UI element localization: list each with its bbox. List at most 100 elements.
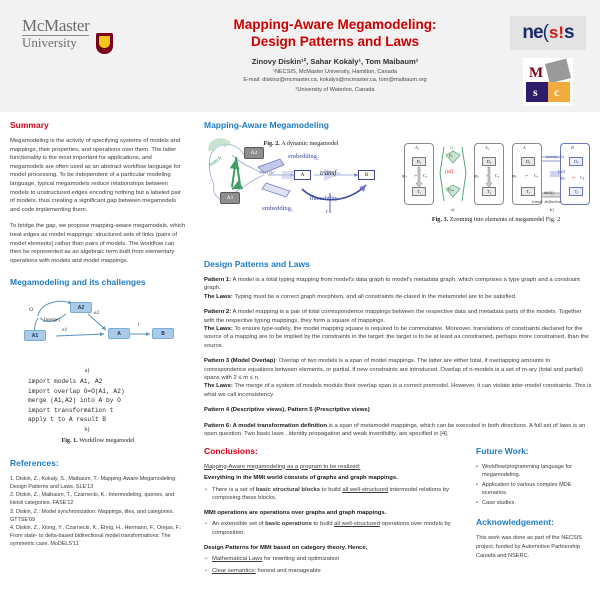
fig2-node-b: B	[358, 170, 375, 180]
bullet-2-post: operations over models by composition.	[212, 521, 451, 537]
acknowledgement-heading: Acknowledgement:	[476, 517, 554, 528]
fig3b-label-a: A	[523, 145, 526, 150]
fig1-node-b: B	[152, 328, 174, 340]
figure-1-caption: Fig. 1. Workflow megamodel	[10, 437, 186, 444]
bullet-1-pre: There is a set of	[212, 486, 256, 493]
summary-heading: Summary	[10, 120, 49, 130]
bullet-4-post: honest and manageable	[255, 567, 321, 574]
fig1-label-t: t	[138, 322, 140, 329]
necsis-arc-icon: (	[542, 22, 549, 43]
fig2-node-a1: A1	[220, 192, 240, 204]
pattern-2-text: A model mapping is a pair of total corre…	[204, 309, 582, 324]
pattern-2-lead: Pattern 2:	[204, 309, 232, 316]
pattern-6-text: is a span of metamodel mappings, which c…	[204, 422, 586, 438]
pattern-2-law-lead: The Laws:	[204, 326, 233, 333]
mcmaster-logo-line2: University	[22, 35, 77, 50]
fig3b-label-tpb: tpᵦ	[560, 175, 565, 180]
future-work-item: Case studies.	[476, 499, 592, 508]
poster-header: McMaster University Mapping-Aware Megamo…	[0, 0, 600, 112]
mcmaster-logo-line1: McMaster	[22, 16, 90, 36]
pattern-1-lead: Pattern 1:	[204, 277, 232, 283]
figure-2-caption-label: Fig. 2.	[263, 140, 280, 147]
bullet-3-underline: Mathematical Laws	[212, 556, 263, 563]
references-heading: References:	[10, 457, 59, 468]
fig2-node-a: A	[294, 170, 311, 180]
future-work-item: Application to various complex MDE scena…	[476, 481, 592, 498]
pattern-4-and-5: Pattern 4 (Descriptive views), Pattern 5…	[204, 406, 592, 414]
fig3a-label-tp1: tp₁	[402, 173, 407, 178]
necsis-logo-accent: s	[548, 23, 559, 42]
msc-logo-square-orange: c	[548, 82, 570, 102]
fig3a-label-a1: A₁	[415, 145, 420, 150]
bullet-2-bold: basic operations	[265, 521, 312, 528]
fig2-label-t: t	[326, 209, 328, 215]
future-work-section: Future Work: Workflow/programming langua…	[476, 446, 592, 579]
bullet-2-mid: to build	[311, 521, 335, 528]
conclusions-lead-underlined: Mapping-Aware megamodeling as a program …	[204, 463, 361, 470]
fig3a-label-tsf: [tsf]	[445, 170, 454, 175]
necsis-logo-tail: s	[564, 22, 575, 43]
mapping-aware-heading: Mapping-Aware Megamodeling	[204, 120, 329, 130]
bullet-4-underline: Clear semantics:	[212, 567, 256, 574]
pattern-1: Pattern 1: A model is a total typing map…	[204, 276, 592, 301]
reference-item: 2. Diskin, Z., Maibaum, T., Czarnecki, K…	[10, 492, 175, 507]
poster-title-line1: Mapping-Aware Megamodeling:	[233, 17, 437, 32]
pattern-4-5-lead: Pattern 4 (Descriptive views), Pattern 5…	[204, 407, 370, 414]
pattern-2: Pattern 2: A model mapping is a pair of …	[204, 308, 592, 350]
bullet-2-underline: all well-structured	[334, 521, 380, 528]
patterns-heading: Design Patterns and Laws	[204, 259, 310, 269]
fig2-node-a2: A2	[244, 147, 264, 159]
bullet-1-post: intermodel relations by composing these …	[212, 486, 450, 502]
fig3a-node-d2: D₂	[482, 157, 496, 166]
fig3b-node-ta: Tₐ	[521, 187, 535, 196]
figure-3-zoom-megamodel: A₁ D₁ T₁ tp₁ |= C₁ A₂ D₂ T₂ tp₂ |= C₂	[400, 137, 592, 229]
fig3a-label-entails-1: |=	[414, 173, 418, 178]
msc-logo-s: s	[533, 85, 538, 99]
fig1-label-e1: e1	[62, 327, 68, 334]
fig3b-label-tsf: [tsf]	[558, 169, 566, 174]
msc-logo-m: M	[529, 65, 544, 81]
fig1-node-a1: A1	[24, 330, 46, 342]
figure-1-caption-text: Workflow megamodel	[77, 436, 135, 444]
reference-item: 4. Diskin, Z., Xiong, Y., Czarnecki, K.,…	[10, 525, 182, 548]
fig1-label-merge: [merge]	[44, 318, 60, 324]
bullet-1-underline: all well-structured	[342, 486, 389, 493]
bullet-3-post: for rewriting and optimization	[262, 556, 340, 563]
fig1-sublabel-a: a)	[84, 368, 90, 375]
poster-title-line2: Design Patterns and Laws	[250, 34, 420, 49]
fig1-code-listing: import models A1, A2 import overlap O=O(…	[28, 378, 125, 424]
figure-1-arrows	[34, 300, 150, 339]
pattern-3: Pattern 3 (Model Overlap): Overlap of tw…	[204, 357, 592, 399]
fig3a-label-o: O	[450, 145, 454, 150]
fig1-node-a: A	[108, 328, 130, 340]
conclusions-bullet-2: An extensible set of basic operations to…	[204, 520, 466, 537]
contact-email: E-mail: diskinz@mcmaster.ca, kokalys@mcm…	[243, 77, 427, 83]
reference-item: 1. Diskin, Z., Kokaly, S., Maibaum, T.: …	[10, 475, 177, 491]
fig2-label-embedding1: embedding₁	[262, 205, 294, 212]
figure-2-arrows	[208, 138, 367, 213]
figure-3-caption: Fig. 3. Zooming into elements of megamod…	[400, 216, 592, 223]
fig3a-label-a2: A₂	[485, 145, 490, 150]
pattern-6: Pattern 6: A model transformation defini…	[204, 422, 592, 439]
title-block: Mapping-Aware Megamodeling: Design Patte…	[175, 16, 495, 94]
bullet-2-pre: An extensible set of	[212, 521, 266, 528]
pattern-3-lead: Pattern 3 (Model Overlap)	[204, 358, 276, 365]
fig3a-label-d0m: D₀ₘ	[448, 188, 455, 192]
fig3a-label-tp2: tp₂	[474, 173, 479, 178]
conclusions-bullet-3: Mathematical Laws for rewriting and opti…	[204, 555, 466, 564]
pattern-3-text: : Overlap of two models is a span of mod…	[204, 358, 583, 382]
figure-2-caption-text: A dynamic megamodel	[279, 140, 339, 147]
fig3b-sublabel: b)	[550, 207, 554, 212]
fig2-label-transf: transf	[320, 169, 337, 177]
fig3b-node-db: Dᵦ	[569, 157, 583, 166]
summary-paragraph-2: To bridge the gap, we propose mapping-aw…	[10, 223, 186, 264]
affiliation-1: ¹NECSIS, McMaster University, Hamilton, …	[273, 69, 397, 75]
fig3b-label-trace: trace(t, A)	[546, 154, 564, 159]
conclusions-section: Conclusions: Mapping-Aware megamodeling …	[204, 446, 466, 579]
fig1-label-o: O	[29, 307, 33, 314]
fig3b-label-deft: def(t)	[544, 190, 554, 195]
bottom-row: Conclusions: Mapping-Aware megamodeling …	[204, 446, 592, 579]
conclusions-claim-3: Design Patterns for MMt based on categor…	[204, 544, 368, 551]
pattern-6-bold-phrase: A model transformation definition	[231, 422, 327, 429]
fig3b-label-entails-a: |=	[525, 173, 529, 178]
